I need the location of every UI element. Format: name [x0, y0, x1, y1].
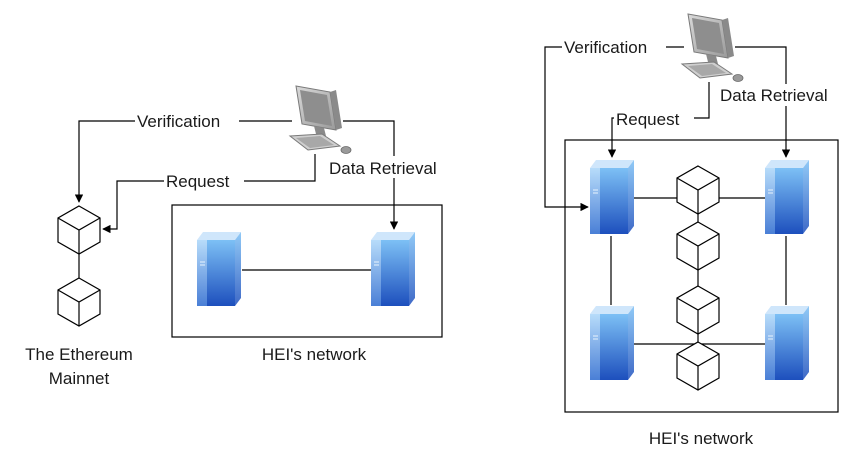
desktop-computer-icon	[289, 85, 352, 154]
server-icon	[589, 159, 635, 235]
desktop-computer-icon	[681, 13, 744, 82]
blockchain-block-icon	[676, 221, 720, 271]
mainnet-label-line1: The Ethereum	[25, 345, 133, 364]
left-data-retrieval-label: Data Retrieval	[329, 159, 437, 178]
left-verification-label: Verification	[137, 112, 220, 131]
server-icon	[196, 231, 242, 307]
left-data-retrieval-arrow	[343, 120, 399, 230]
blockchain-block-icon	[57, 205, 101, 255]
blockchain-block-icon	[57, 277, 101, 327]
right-diagram: Verification Request Data Retrieval HEI'…	[544, 13, 850, 448]
blockchain-block-icon	[676, 341, 720, 391]
right-data-retrieval-arrow	[735, 46, 791, 158]
left-diagram: Verification Request Data Retrieval The …	[25, 85, 462, 388]
left-request-label: Request	[166, 172, 230, 191]
right-request-label: Request	[616, 110, 680, 129]
blockchain-block-icon	[676, 285, 720, 335]
right-network-label: HEI's network	[649, 429, 754, 448]
blockchain-block-icon	[676, 165, 720, 215]
right-verification-label: Verification	[564, 38, 647, 57]
left-network-label: HEI's network	[262, 345, 367, 364]
server-icon	[764, 305, 810, 381]
server-icon	[764, 159, 810, 235]
server-icon	[589, 305, 635, 381]
right-network-box	[564, 139, 839, 413]
server-icon	[370, 231, 416, 307]
left-network-box	[171, 204, 443, 338]
left-request-arrow	[102, 154, 316, 234]
right-data-retrieval-label: Data Retrieval	[720, 86, 828, 105]
mainnet-label-line2: Mainnet	[49, 369, 110, 388]
